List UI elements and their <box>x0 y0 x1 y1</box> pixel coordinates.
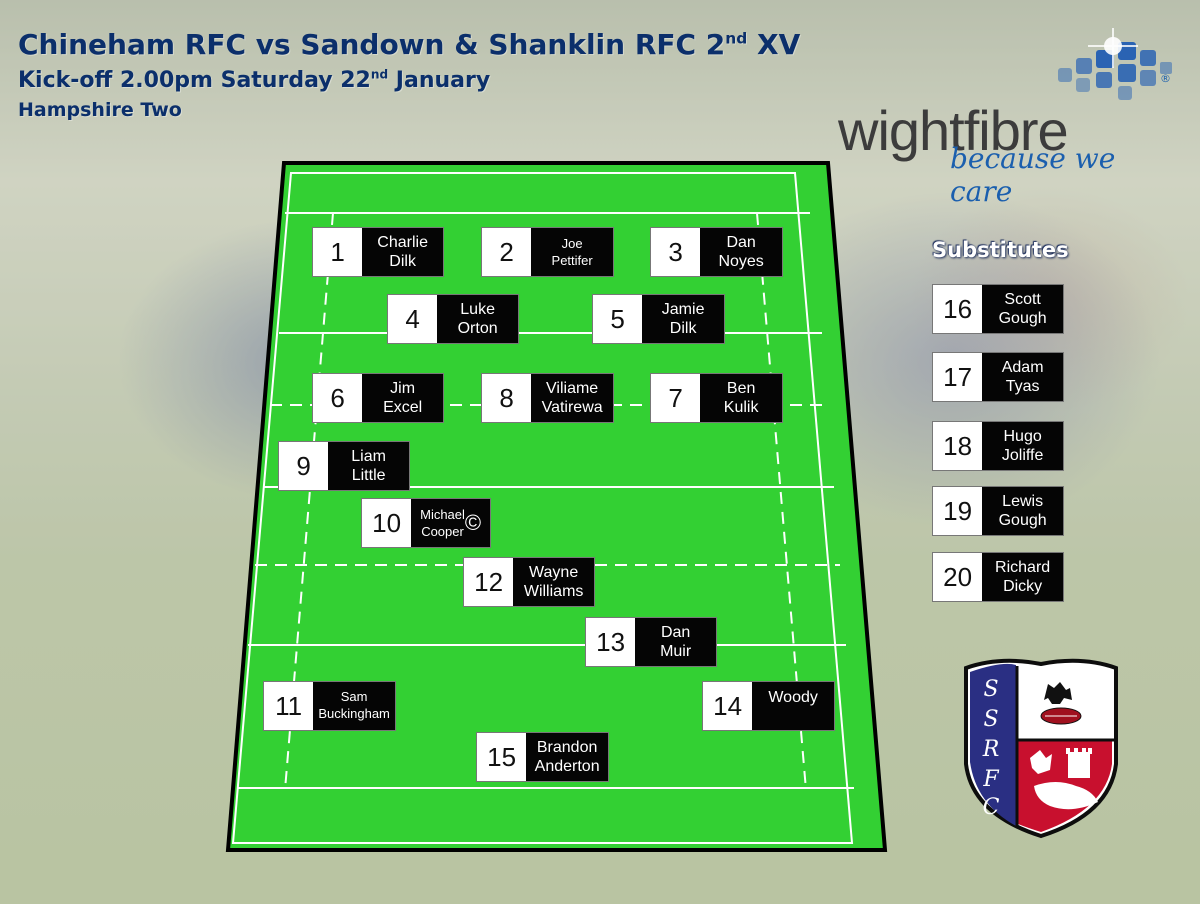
player-number: 18 <box>933 422 983 470</box>
player-number: 7 <box>651 374 701 422</box>
player-number: 10 <box>362 499 412 547</box>
crest-letter: C <box>983 795 1000 820</box>
player-number: 17 <box>933 353 983 401</box>
player-number: 3 <box>651 228 701 276</box>
substitutes-title: Substitutes <box>932 238 1069 262</box>
player-number: 20 <box>933 553 983 601</box>
player-number: 2 <box>482 228 532 276</box>
registered-mark: ® <box>1160 72 1171 85</box>
kickoff-time: Kick-off 2.00pm Saturday 22nd January <box>18 67 491 93</box>
player-number: 12 <box>464 558 514 606</box>
sponsor-squares-icon <box>1058 28 1172 100</box>
player-card: 14 Woody <box>702 681 835 731</box>
player-number: 13 <box>586 618 636 666</box>
player-number: 15 <box>477 733 527 781</box>
crest-letter: F <box>982 767 999 792</box>
crest-letter: R <box>982 737 1000 762</box>
match-header: Chineham RFC vs Sandown & Shanklin RFC 2… <box>18 28 800 124</box>
player-number: 6 <box>313 374 363 422</box>
player-number: 4 <box>388 295 438 343</box>
match-title: Chineham RFC vs Sandown & Shanklin RFC 2… <box>18 28 801 61</box>
player-number: 8 <box>482 374 532 422</box>
player-number: 5 <box>593 295 643 343</box>
player-number: 11 <box>264 682 314 730</box>
player-number: 16 <box>933 285 983 333</box>
player-name: Woody <box>752 682 834 730</box>
sponsor-logo: wightfibre ® because we care <box>838 28 1178 208</box>
captain-icon: © <box>464 510 482 535</box>
crest-letter: S <box>983 677 998 702</box>
player-number: 19 <box>933 487 983 535</box>
sponsor-name: wightfibre <box>838 99 1069 162</box>
league-name: Hampshire Two <box>18 99 182 121</box>
player-number: 14 <box>703 682 753 730</box>
player-number: 1 <box>313 228 363 276</box>
club-crest-icon: S S R F C <box>964 658 1118 839</box>
player-number: 9 <box>279 442 329 490</box>
crest-letter: S <box>983 707 998 732</box>
sponsor-tagline: because we care <box>950 142 1116 208</box>
